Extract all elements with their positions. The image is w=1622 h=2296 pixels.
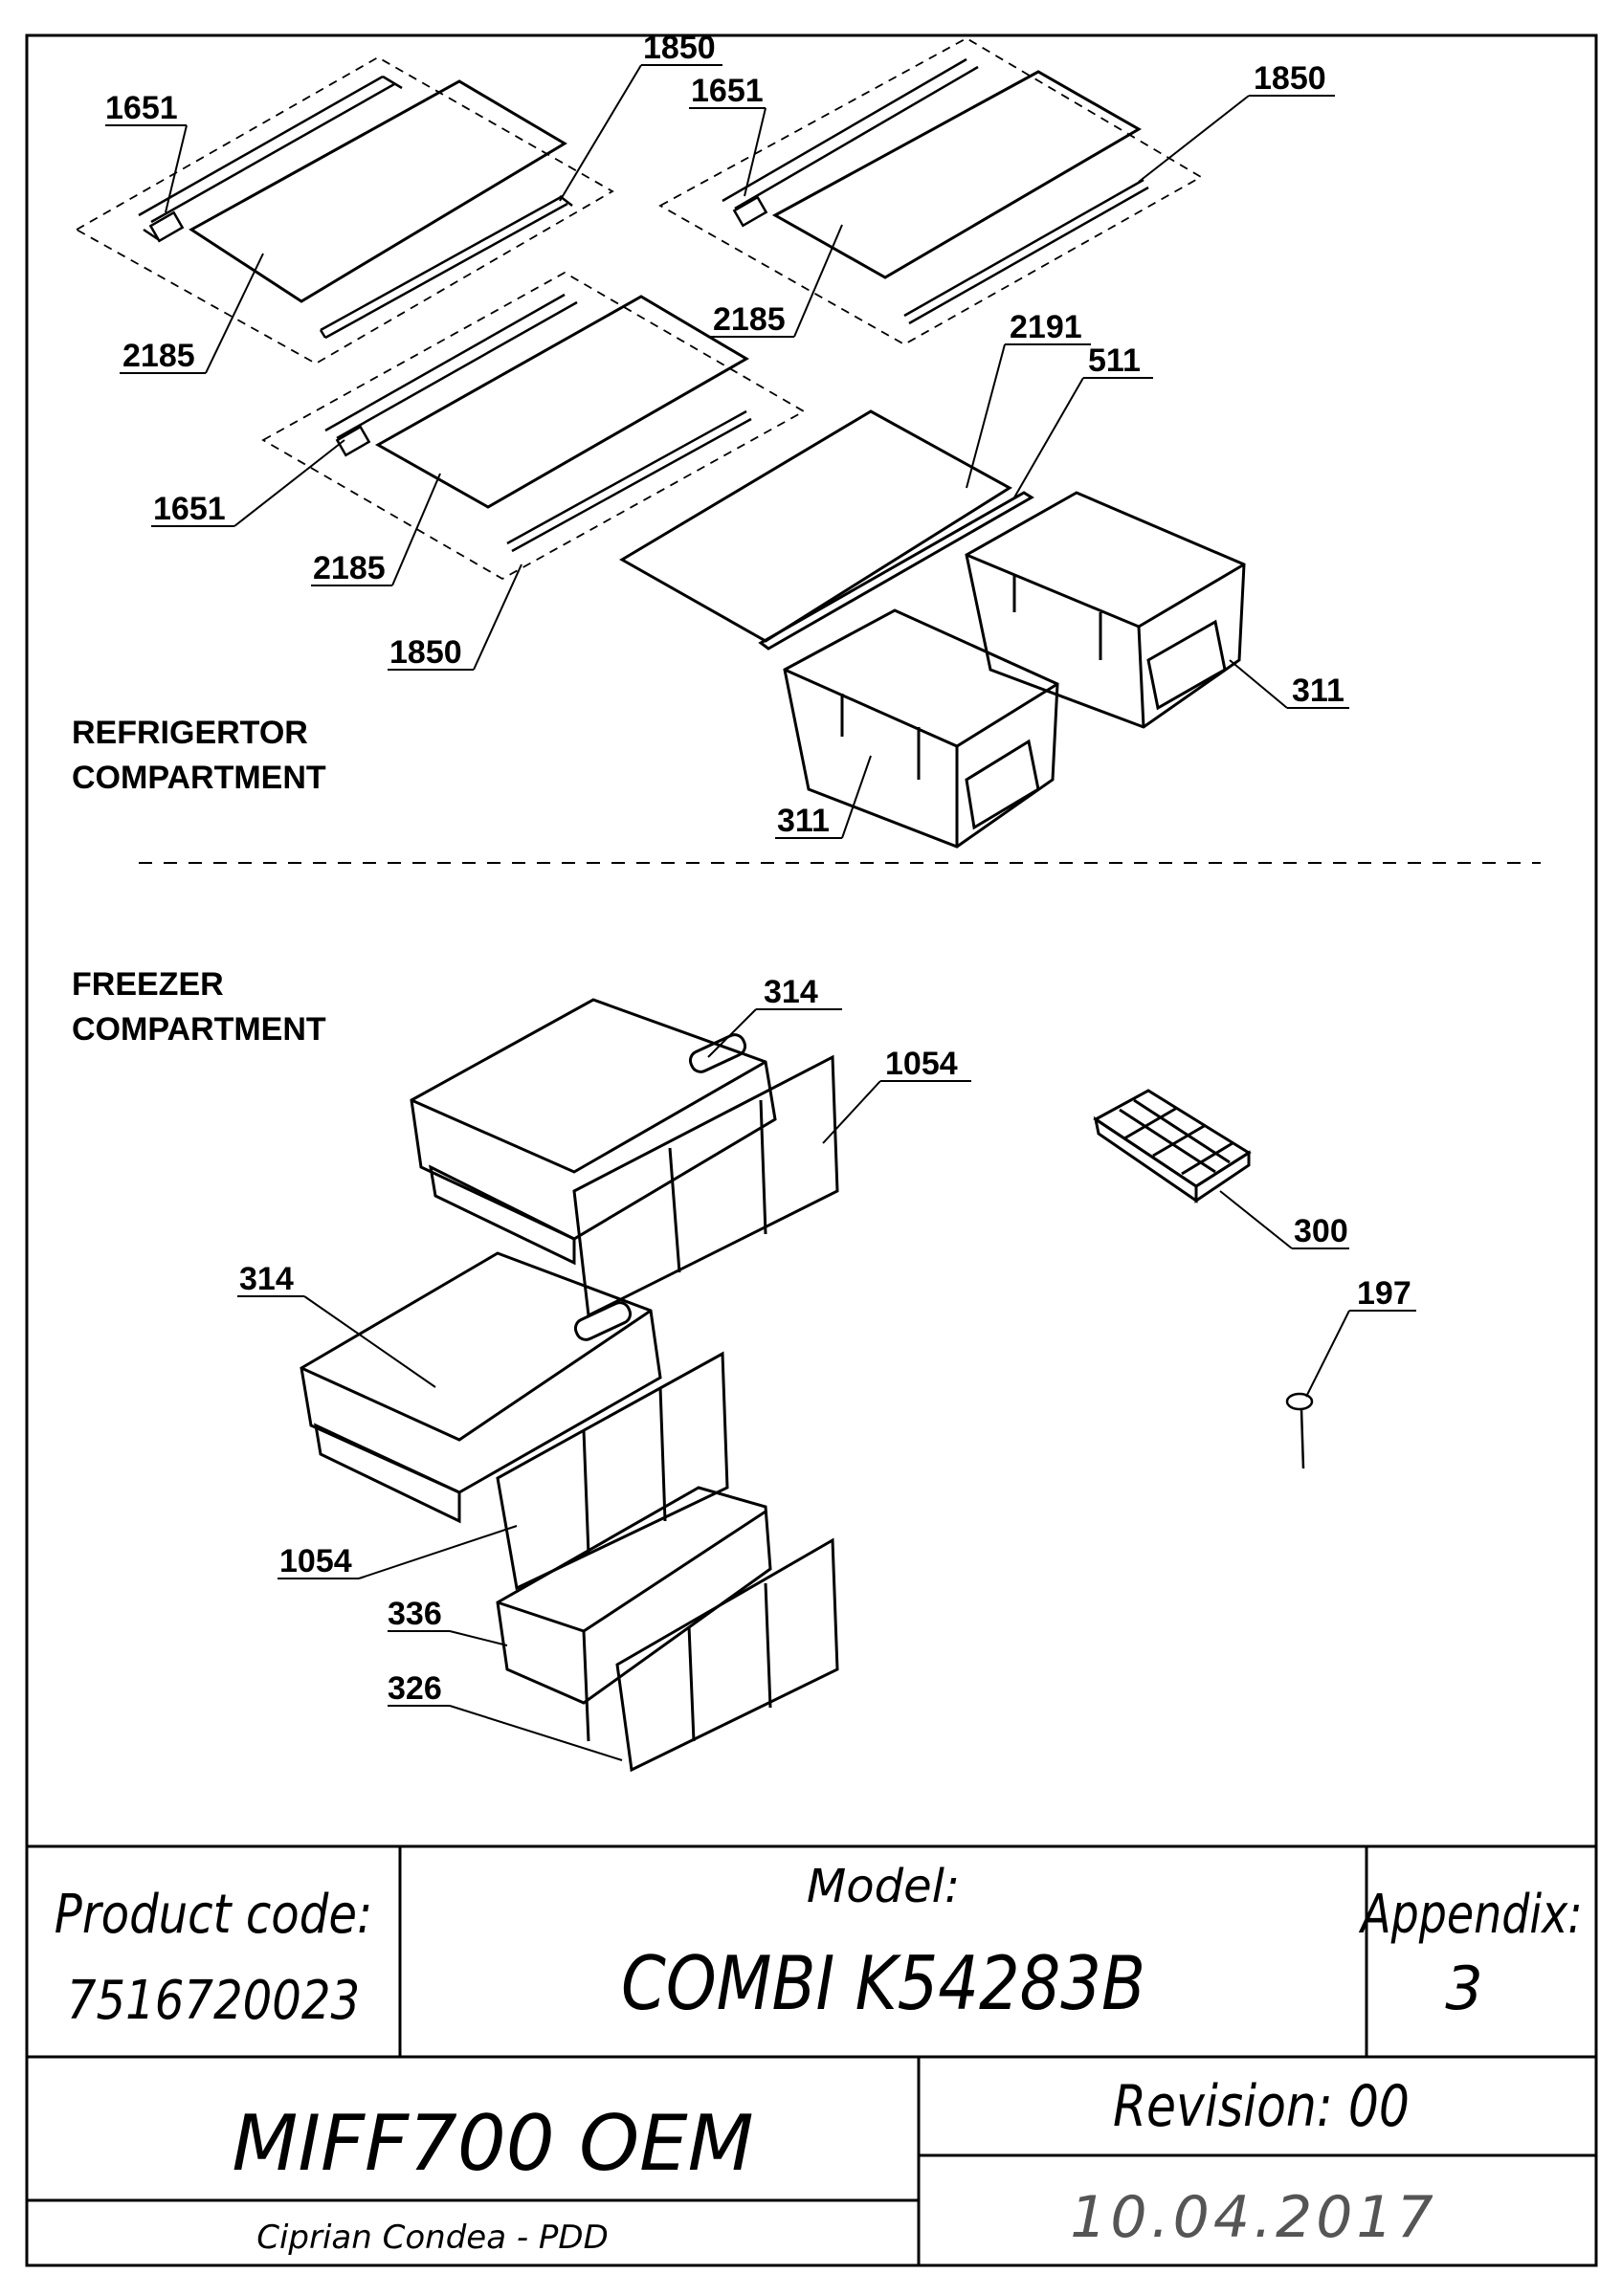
release-date: 10.04.2017: [1070, 2184, 1437, 2251]
callout-1651-top-right: 1651: [691, 73, 764, 109]
callout-2185-middle: 2185: [313, 550, 386, 586]
ice-cube-tray: [1093, 1089, 1252, 1203]
freezer-drawer-bottom: [496, 1486, 839, 1773]
freezer-drawer-middle: [300, 1251, 729, 1591]
refrigerator-label-line2: COMPARTMENT: [72, 760, 326, 796]
callout-numbers: 1651 1850 1651 1850 2185 2185 2191 511 1…: [105, 30, 1411, 1707]
platform-name: MIFF700 OEM: [232, 2099, 753, 2188]
ice-scraper-tool: [1285, 1392, 1314, 1469]
freezer-label-line1: FREEZER: [72, 966, 224, 1003]
refrigerator-label-line1: REFRIGERTOR: [72, 715, 308, 751]
shelf-assembly-middle: [261, 271, 806, 581]
freezer-label-line2: COMPARTMENT: [72, 1011, 326, 1048]
revision: Revision: 00: [1113, 2074, 1410, 2140]
freezer-drawer-top: [410, 998, 839, 1318]
shelf-assembly-top-right: [658, 36, 1203, 346]
callout-1850-top-right: 1850: [1254, 60, 1326, 97]
callout-311-right: 311: [1292, 673, 1344, 709]
callout-1850-middle: 1850: [389, 634, 462, 671]
callout-2185-top-right: 2185: [713, 301, 786, 338]
product-code-label: Product code:: [55, 1885, 372, 1946]
callout-1651-middle: 1651: [153, 491, 226, 527]
crisper-cover-seal: [758, 491, 1034, 651]
product-code-value: 7516720023: [67, 1971, 360, 2032]
callout-1850-top-left: 1850: [643, 30, 716, 66]
appendix-value: 3: [1445, 1954, 1482, 2023]
callout-314-top: 314: [764, 974, 818, 1010]
crisper-cover-glass: [619, 409, 1012, 643]
callout-311-left: 311: [777, 803, 830, 839]
callout-197: 197: [1357, 1275, 1411, 1312]
section-labels: REFRIGERTOR COMPARTMENT FREEZER COMPARTM…: [72, 715, 326, 1048]
drawing-border: [25, 33, 1598, 2267]
callout-1054-top: 1054: [885, 1046, 958, 1082]
crisper-drawer-left: [783, 608, 1059, 849]
model-label: Model:: [807, 1860, 960, 1913]
title-block-grid: [27, 1846, 1596, 2265]
callout-511: 511: [1088, 342, 1141, 379]
title-block: Product code: 7516720023 Model: COMBI K5…: [55, 1860, 1583, 2257]
callout-1651-top-left: 1651: [105, 90, 178, 126]
callout-leaders: [105, 64, 1416, 1761]
crisper-drawer-right: [965, 491, 1246, 729]
callout-1054-middle: 1054: [279, 1543, 352, 1579]
callout-314-middle: 314: [239, 1261, 294, 1297]
callout-2185-top-left: 2185: [122, 338, 195, 374]
callout-326: 326: [388, 1670, 442, 1707]
appendix-label: Appendix:: [1359, 1884, 1583, 1947]
callout-300: 300: [1294, 1213, 1348, 1249]
model-value: COMBI K54283B: [621, 1940, 1145, 2027]
callout-336: 336: [388, 1596, 442, 1632]
callout-2191: 2191: [1010, 309, 1082, 345]
author: Ciprian Condea - PDD: [256, 2219, 609, 2257]
